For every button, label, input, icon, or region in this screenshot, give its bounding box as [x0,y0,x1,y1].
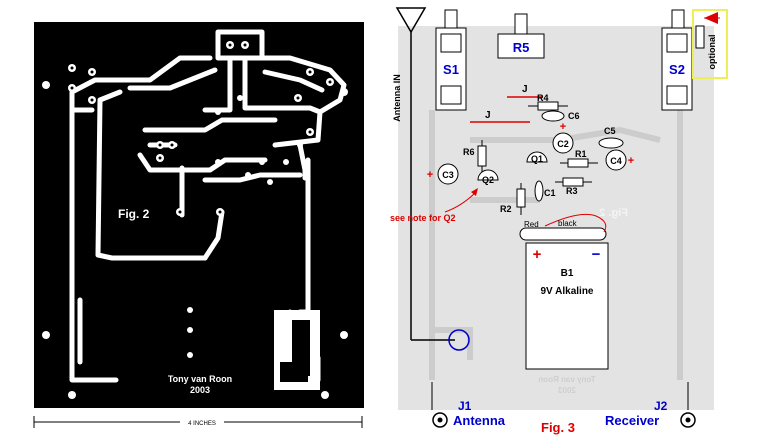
capacitor-c4-label: C4 [610,156,622,166]
capacitor-c2-plus: + [560,121,566,133]
jumper-lower-label: J [485,110,491,121]
q2-note-arrow [444,191,477,213]
transistor-q2 [477,169,499,181]
resistor-r3-label: R3 [566,186,578,196]
battery-name: B1 [561,268,574,279]
battery-type: 9V Alkaline [541,286,594,297]
resistor-r4 [528,101,568,111]
antenna-symbol [395,7,455,341]
resistor-r2-label: R2 [500,204,512,214]
battery-b1 [525,242,609,370]
jack-j1-name: Antenna [453,413,506,428]
capacitor-c3-label: C3 [442,170,454,180]
capacitor-c1-label: C1 [544,188,556,198]
component-layout: Antenna IN S1 R5 S2 opti [390,7,728,435]
capacitor-c1 [534,180,544,202]
capacitor-c6 [541,110,565,122]
jack-j2 [680,382,696,428]
resistor-r6 [477,140,487,172]
switch-s1-label: S1 [443,62,459,77]
jack-j1 [431,382,448,428]
mirror-year: 2003 [558,386,576,395]
optional-label: optional [707,35,717,70]
resistor-r1-label: R1 [575,149,587,159]
battery-clip [519,213,607,241]
wire-black-label: black [558,219,578,228]
switch-s1 [435,9,467,111]
antenna-pad-circle [448,329,470,351]
transistor-q1 [526,151,548,163]
battery-plus: + [533,246,542,263]
optional-box [692,9,728,79]
potentiometer-r5 [497,13,545,59]
capacitor-c3-plus: + [427,169,433,181]
capacitor-c5-label: C5 [604,126,616,136]
transistor-q2-label: Q2 [482,175,494,185]
mirror-fig-caption: Fig. 2 [599,207,628,219]
wire-red-label: Red [524,220,539,229]
jumper-upper-label: J [522,84,528,95]
capacitor-c4-plus: + [628,155,634,167]
antenna-in-label: Antenna IN [392,74,402,122]
board-trace-shadows [429,110,683,380]
transistor-q1-label: Q1 [531,154,543,164]
capacitor-c2 [552,132,574,154]
jack-j1-label: J1 [458,399,472,413]
component-fig-caption: Fig. 3 [541,420,575,435]
capacitor-c6-label: C6 [568,111,580,121]
width-dimension-label: 4 INCHES [188,421,216,427]
q2-note: see note for Q2 [390,213,456,223]
pcb-layout: Fig. 2 Tony van Roon 2003 4 INCHES [33,22,364,428]
jack-j2-name: Receiver [605,413,659,428]
resistor-r1 [560,158,598,168]
capacitor-c4 [605,149,627,171]
resistor-r6-label: R6 [463,147,475,157]
switch-s2 [661,9,693,111]
capacitor-c5 [598,137,624,149]
resistor-r3 [555,177,592,187]
switch-s2-label: S2 [669,62,685,77]
resistor-r4-label: R4 [537,93,549,103]
pcb-year: 2003 [190,385,210,395]
capacitor-c3 [437,163,459,185]
resistor-r2 [516,183,526,215]
battery-minus: − [592,246,601,263]
potentiometer-r5-label: R5 [513,40,530,55]
jack-j2-label: J2 [654,399,668,413]
pcb-author: Tony van Roon [168,374,232,384]
optional-connector [695,12,720,49]
pcb-fig-caption: Fig. 2 [118,207,150,221]
capacitor-c2-label: C2 [557,139,569,149]
mirror-author: Tony van Roon [538,375,595,384]
